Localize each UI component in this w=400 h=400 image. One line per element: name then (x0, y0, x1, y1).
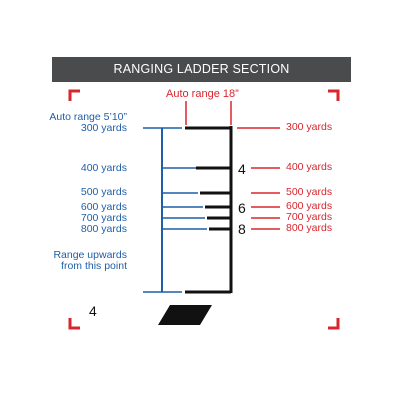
right-label-300: 300 yards (286, 121, 333, 133)
left-label-range-upwards-line1: Range upwards (53, 249, 127, 261)
left-label-500: 500 yards (80, 186, 127, 198)
left-label-auto-range-line1: Auto range 5’10” (49, 111, 127, 123)
parallelogram-marker (158, 305, 212, 325)
left-label-800: 800 yards (80, 223, 127, 235)
auto-range-18-label: Auto range 18” (166, 88, 239, 100)
right-label-800: 800 yards (286, 222, 333, 234)
ladder-number-8: 8 (238, 221, 246, 237)
ladder-number-6: 6 (238, 200, 246, 216)
corner-bracket-top-left (68, 89, 80, 101)
ladder-number-4: 4 (238, 161, 246, 177)
left-label-400: 400 yards (80, 162, 127, 174)
corner-bracket-top-right (328, 89, 340, 101)
left-label-range-upwards-line2: from this point (61, 260, 127, 272)
corner-number-4: 4 (89, 303, 97, 319)
right-label-400: 400 yards (286, 161, 333, 173)
title: RANGING LADDER SECTION (113, 62, 290, 76)
left-label-700: 700 yards (80, 212, 127, 224)
left-label-300: 300 yards (80, 122, 127, 134)
corner-bracket-bottom-right (328, 318, 340, 330)
left-label-600: 600 yards (80, 201, 127, 213)
corner-bracket-bottom-left (68, 318, 80, 330)
right-label-600: 600 yards (286, 200, 333, 212)
right-label-700: 700 yards (286, 211, 333, 223)
right-label-500: 500 yards (286, 186, 333, 198)
title-bar: RANGING LADDER SECTION (52, 57, 351, 82)
